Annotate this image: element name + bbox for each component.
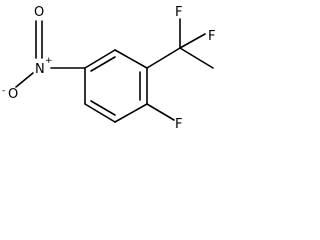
bond-ring-to-fluorine (146, 103, 175, 121)
bond-ring-to-cf2-carbon (146, 47, 181, 69)
nitro-group: N + O - O (2, 5, 86, 102)
chemical-structure-diagram: N + O - O F F F (2, 5, 215, 132)
ring-bond-top-right (114, 49, 148, 69)
ring-bond-bottom-right (114, 103, 148, 123)
bond-cf2-to-fluorine-right (179, 33, 206, 49)
ring-bond-top-left (84, 49, 116, 69)
difluoroethyl-group: F F (146, 5, 215, 69)
nitro-oxygen-charge: - (2, 86, 5, 96)
nitro-nitrogen-charge: + (45, 56, 53, 66)
ring-inner-double-bond-top-left (90, 56, 116, 72)
ring-fluorine-substituent: F (146, 103, 182, 132)
ring-bond-bottom-left (84, 103, 116, 123)
benzene-ring (84, 49, 148, 123)
cf2-fluorine-left-label: F (175, 5, 182, 20)
cf2-fluorine-right-label: F (208, 29, 215, 44)
nitro-oxygen-top-label: O (34, 5, 44, 20)
ring-fluorine-label: F (175, 117, 182, 132)
bond-nitrogen-oxygen-single (15, 72, 34, 88)
nitro-nitrogen-label: N (35, 62, 45, 77)
bond-cf2-to-methyl (179, 47, 214, 69)
ring-inner-double-bond-bottom-left (90, 100, 116, 116)
nitro-oxygen-bottom-label: O (8, 87, 18, 102)
